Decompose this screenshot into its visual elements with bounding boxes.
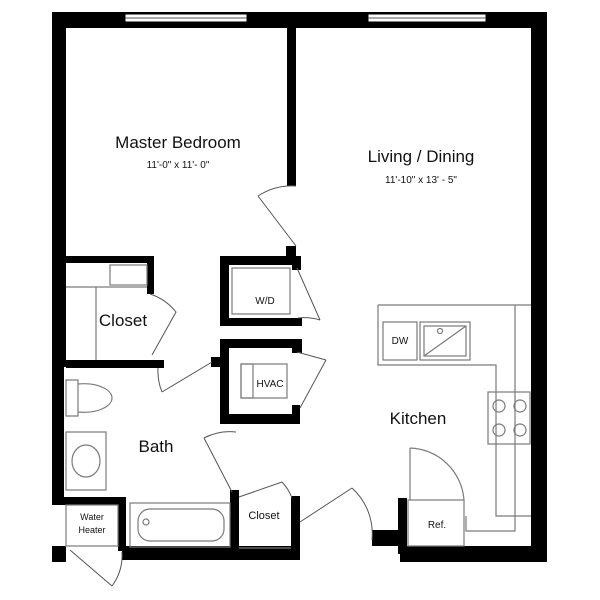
bath-fixtures: [65, 379, 231, 548]
toilet: [65, 379, 113, 417]
bathtub-inner: [137, 508, 225, 542]
right-wall: [531, 12, 547, 562]
wd-hvac-fixtures: [231, 267, 291, 399]
bottom-wall-right: [400, 546, 547, 562]
closet-shelf: [109, 264, 148, 286]
bedroom-partition-stub: [286, 246, 296, 256]
hvac-top-wall: [220, 339, 302, 348]
wd-door-swing: [296, 267, 321, 321]
cooktop: [487, 391, 531, 445]
labels: Master Bedroom 11'-0" x 11'- 0" Living /…: [78, 133, 474, 535]
bedroom-door-swing: [257, 185, 297, 247]
bottom-wall-middle: [122, 546, 300, 560]
bath-lower-door-swing: [203, 431, 237, 493]
refrigerator-label: Ref.: [428, 520, 446, 531]
bath-wall-stub: [211, 357, 220, 367]
wd-right-stub: [292, 256, 301, 270]
closet-bottom-wall: [66, 360, 164, 368]
doors: [69, 185, 373, 587]
wd-unit: [231, 267, 291, 315]
vanity: [65, 431, 107, 491]
hvac-right-upper: [292, 339, 302, 353]
wd-label: W/D: [255, 296, 274, 307]
water-heater-label-1: Water: [80, 512, 104, 522]
master-bedroom-label: Master Bedroom: [115, 133, 241, 152]
hvac-label: HVAC: [256, 379, 283, 390]
hvac-left-wall: [220, 339, 229, 414]
burner-2: [513, 399, 527, 413]
refrigerator: [407, 499, 465, 547]
water-heater-right: [118, 497, 126, 551]
dishwasher: [382, 321, 418, 361]
entry-stub: [372, 530, 400, 546]
wd-left-wall: [220, 256, 229, 326]
water-heater-fixture: [65, 504, 119, 547]
entry-door-swing: [299, 487, 373, 541]
water-heater-label-2: Heater: [78, 525, 105, 535]
windows: [124, 13, 487, 23]
counter-outline: [377, 304, 531, 517]
living-dining-dims: 11'-10" x 13' - 5": [385, 175, 457, 186]
burner-1: [492, 399, 506, 413]
small-closet-right: [291, 496, 300, 554]
water-heater-top: [52, 497, 126, 505]
hvac-door-swing: [296, 351, 327, 409]
kitchen-sink: [419, 321, 471, 361]
closet-right-stub: [147, 256, 154, 294]
kitchen-label: Kitchen: [390, 409, 447, 428]
kitchen-fixtures: [377, 304, 531, 547]
water-heater-door-swing: [69, 549, 123, 587]
small-closet-door-swing: [238, 481, 293, 499]
bedroom-living-partition: [287, 28, 296, 186]
bath-door-swing: [157, 361, 213, 393]
fridge-door-swing: [409, 447, 465, 501]
left-wall-lower: [52, 367, 64, 497]
burner-3: [492, 423, 506, 437]
bottom-wall-left: [52, 546, 66, 562]
closet-label: Closet: [99, 311, 147, 330]
living-dining-label: Living / Dining: [368, 147, 475, 166]
left-wall: [52, 12, 66, 367]
sink: [71, 444, 101, 478]
dw-label: DW: [392, 336, 409, 347]
burner-4: [513, 423, 527, 437]
wd-bottom-wall: [220, 318, 302, 326]
bathtub: [129, 502, 231, 548]
small-closet-label: Closet: [248, 510, 279, 522]
closet-door-swing: [149, 293, 177, 356]
closet-top-wall: [66, 256, 154, 263]
hvac-right-stub: [292, 405, 300, 424]
hvac-bottom-wall: [220, 414, 300, 424]
bath-label: Bath: [139, 437, 174, 456]
wd-top-wall: [220, 256, 296, 265]
master-bedroom-dims: 11'-0" x 11'- 0": [147, 160, 210, 171]
kitchen-ref-wall: [398, 498, 407, 554]
closet-fixtures: [66, 264, 148, 360]
interior-walls: [52, 28, 407, 554]
bath-partition: [230, 490, 239, 554]
